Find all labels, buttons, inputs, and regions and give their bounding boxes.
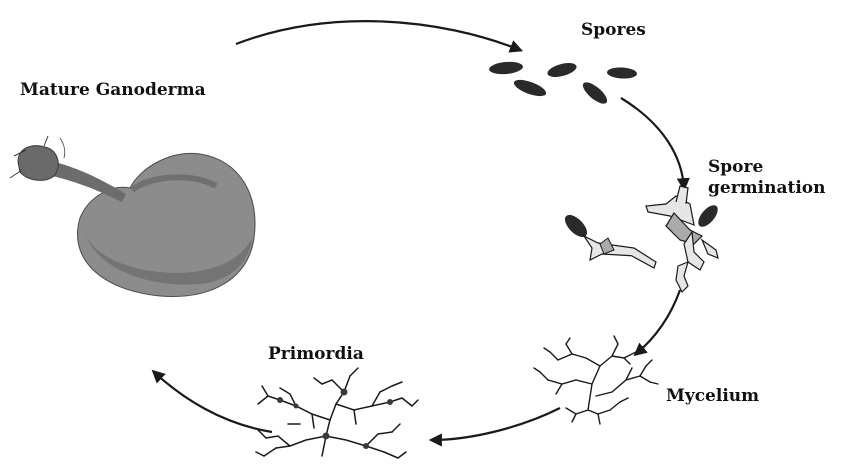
label-spore-germination-line2: germination [708, 178, 826, 198]
arrow-germination-to-mycelium [636, 290, 680, 354]
arrow-mature-to-spores [236, 21, 520, 50]
arrow-primordia-to-mature [154, 372, 272, 432]
primordia-icon [256, 368, 418, 458]
arrow-mycelium-to-primordia [432, 408, 560, 440]
label-mycelium: Mycelium [666, 386, 759, 406]
arrow-spores-to-germination [621, 98, 684, 188]
label-primordia: Primordia [268, 344, 364, 364]
spores-icon [489, 60, 638, 107]
primordia-knobs [277, 389, 393, 450]
label-spore-germination-line1: Spore [708, 157, 763, 177]
germinating-spores-icon [561, 186, 721, 292]
label-mature-ganoderma: Mature Ganoderma [20, 80, 206, 100]
mushroom-icon [10, 136, 255, 297]
label-spores: Spores [581, 20, 646, 40]
